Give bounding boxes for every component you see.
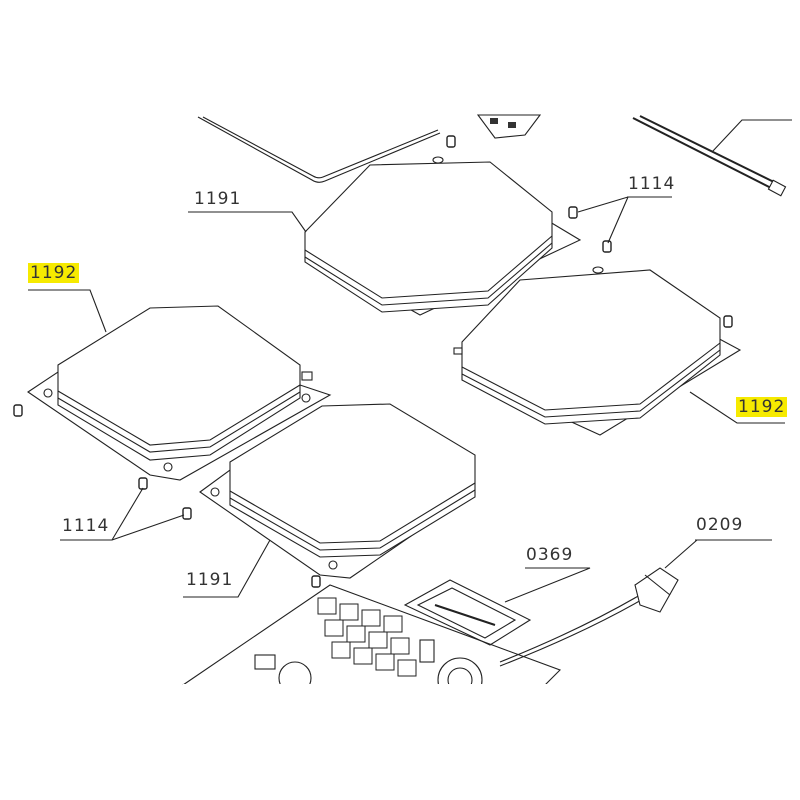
- pcb-module-top: [476, 114, 542, 139]
- power-cord-0209: [499, 567, 679, 667]
- label-power-cord: 0209: [696, 515, 744, 535]
- label-plate-right: 1192: [736, 397, 788, 417]
- control-bracket-0369: [403, 579, 532, 646]
- label-screws-bottom: 1114: [62, 516, 110, 536]
- induction-coil-plate-left: [27, 305, 332, 481]
- label-control-part: 0369: [526, 545, 574, 565]
- label-plate-top: 1191: [194, 189, 242, 209]
- glass-panel-edge: [197, 116, 441, 183]
- induction-coil-plate-bottom: [199, 403, 476, 579]
- ribbon-cable: [632, 115, 792, 197]
- label-plate-left: 1192: [28, 263, 80, 283]
- main-pcb: [182, 584, 563, 800]
- label-plate-bottom: 1191: [186, 570, 234, 590]
- label-screws-top: 1114: [628, 174, 676, 194]
- induction-coil-plate-right: [453, 266, 742, 436]
- screws: [13, 135, 733, 588]
- induction-coil-plate-top: [304, 156, 582, 316]
- leader-lines: [28, 196, 785, 603]
